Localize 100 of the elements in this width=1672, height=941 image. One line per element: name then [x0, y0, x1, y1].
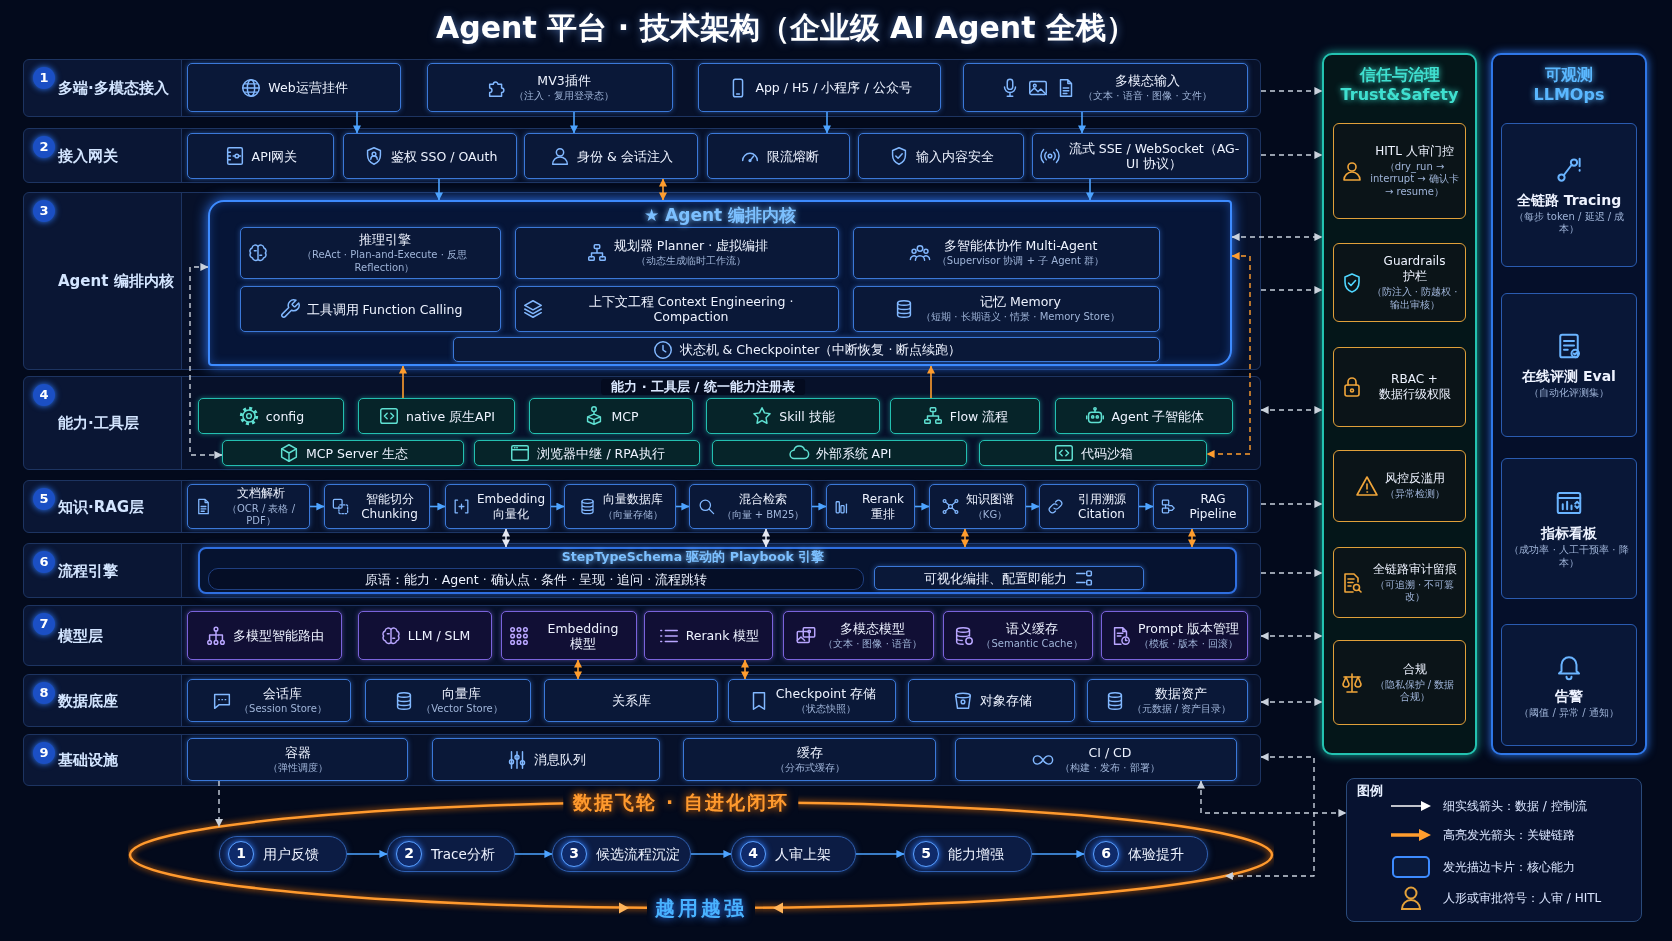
- card-title: 风控反滥用: [1384, 471, 1445, 487]
- module-card: [240, 286, 501, 332]
- panel-title: ★ Agent 编排内核: [643, 205, 797, 227]
- card-subtitle: （防注入 · 防越权 · 输出审核）: [1370, 286, 1459, 311]
- card-title: Web运营挂件: [268, 80, 348, 95]
- module-card: [1101, 611, 1248, 660]
- arrow: [927, 365, 935, 399]
- layer-number: 2: [33, 136, 55, 158]
- layer-band: [23, 605, 1261, 666]
- module-card: [529, 398, 693, 434]
- step-pill: [1084, 836, 1208, 872]
- layer-number: 8: [33, 682, 55, 704]
- card-title: 代码沙箱: [1081, 445, 1133, 461]
- card-title: 流式 SSE / WebSocket（AG-UI 协议）: [1067, 141, 1241, 171]
- card-title: 上下文工程 Context Engineering · Compaction: [587, 294, 795, 324]
- module-card: [1153, 484, 1248, 529]
- step-number: 3: [561, 841, 587, 867]
- card-title: Flow 流程: [949, 408, 1009, 424]
- dashed-double-arrow: [189, 263, 223, 459]
- dashed-arrow: [1260, 500, 1323, 508]
- module-card: [783, 611, 934, 660]
- card-title: Prompt 版本管理: [1138, 620, 1239, 636]
- module-card: [187, 679, 351, 722]
- card-title: Embedding 模型: [546, 620, 620, 651]
- step-pill: [904, 836, 1032, 872]
- layer-title: 模型层: [58, 626, 103, 645]
- card-subtitle: （模板 · 版本 · 回滚）: [1138, 637, 1239, 651]
- module-card: [187, 611, 342, 660]
- module-card: [187, 63, 401, 112]
- module-card: [853, 286, 1160, 332]
- card-title: 输入内容安全: [916, 148, 994, 164]
- arrow: [514, 850, 553, 858]
- governance-card: [1333, 243, 1466, 322]
- arrow: [1031, 850, 1085, 858]
- governance-panel: [1322, 53, 1477, 755]
- card-title: native 原生API: [406, 408, 495, 424]
- arrow: [346, 850, 388, 858]
- card-subtitle: （向量 + BM25）: [721, 508, 805, 522]
- card-subtitle: （注入 · 复用登录态）: [514, 89, 614, 103]
- layer-title: Agent 编排内核: [58, 271, 174, 291]
- module-card: [826, 484, 915, 529]
- layer-title: 接入网关: [58, 146, 118, 165]
- dashed-arrow: [1260, 569, 1323, 577]
- metric-card: [1501, 123, 1637, 267]
- dashed-double-arrow: [1206, 252, 1251, 458]
- card-title: 身份 & 会话注入: [577, 148, 673, 164]
- arrow: [1086, 178, 1094, 201]
- arrow: [435, 178, 443, 201]
- module-card: [979, 440, 1207, 466]
- card-title: 在线评测 Eval: [1522, 366, 1616, 385]
- card-title: Embedding 向量化: [477, 491, 544, 522]
- card-title: 鉴权 SSO / OAuth: [390, 148, 498, 164]
- card-subtitle: （dry_run → interrupt → 确认卡 → resume）: [1370, 160, 1459, 199]
- card-title: 缓存: [795, 744, 824, 760]
- loop-caption: 越用越强: [647, 896, 755, 920]
- card-title: 状态机 & Checkpointer（中断恢复 · 断点续跑）: [679, 342, 962, 357]
- step-label: 候选流程沉淀: [596, 845, 680, 863]
- dashed-arrow: [215, 780, 223, 828]
- card-title: 对象存储: [979, 693, 1032, 708]
- card-title: LLM / SLM: [407, 628, 471, 643]
- module-card: [908, 679, 1075, 722]
- double-arrow: [741, 659, 749, 680]
- step-label: 人审上架: [775, 845, 831, 863]
- panel-title: 信任与治理 Trust&Safety: [1339, 65, 1460, 105]
- arrow: [1078, 111, 1086, 134]
- arrow: [690, 850, 732, 858]
- module-card: [963, 63, 1248, 112]
- module-card: [524, 133, 698, 179]
- card-title: 全链路 Tracing: [1515, 190, 1623, 209]
- layer-band: [23, 376, 1261, 470]
- card-subtitle: （元数据 / 资产目录）: [1131, 702, 1232, 716]
- module-card: [698, 63, 941, 112]
- card-title: RAG Pipeline: [1188, 491, 1238, 522]
- card-subtitle: （状态快照）: [795, 702, 857, 716]
- card-title: 全链路审计留痕: [1371, 561, 1458, 577]
- step-pill: [731, 836, 856, 872]
- module-card: [474, 440, 700, 466]
- legend-label: 发光描边卡片：核心能力: [1443, 859, 1575, 875]
- card-title: Skill 技能: [779, 408, 835, 424]
- layer-title: 流程引擎: [58, 561, 118, 580]
- card-title: HITL 人审门控: [1374, 143, 1455, 159]
- metric-card: [1501, 293, 1637, 437]
- card-title: MCP Server 生态: [306, 445, 408, 461]
- card-subtitle: （弹性调度）: [267, 761, 328, 775]
- dashed-double-arrow: [1260, 406, 1323, 414]
- card-subtitle: （Session Store）: [239, 702, 327, 716]
- governance-card: [1333, 547, 1466, 618]
- double-arrow: [659, 178, 667, 201]
- arrow: [823, 111, 831, 134]
- card-subtitle: （隐私保护 / 数据合规）: [1373, 678, 1456, 704]
- module-card: [343, 133, 517, 179]
- card-subtitle: （每步 token / 延迟 / 成本）: [1512, 210, 1626, 236]
- card-title: 语义缓存: [1005, 620, 1059, 636]
- loop-title: 数据飞轮 · 自进化闭环: [563, 790, 799, 814]
- metric-card: [1501, 458, 1637, 599]
- card-subtitle: （Vector Store）: [421, 702, 503, 716]
- module-card: [943, 611, 1093, 660]
- module-card: [501, 611, 637, 660]
- dashed-double-arrow: [1197, 780, 1347, 817]
- layer-band: [23, 543, 1261, 598]
